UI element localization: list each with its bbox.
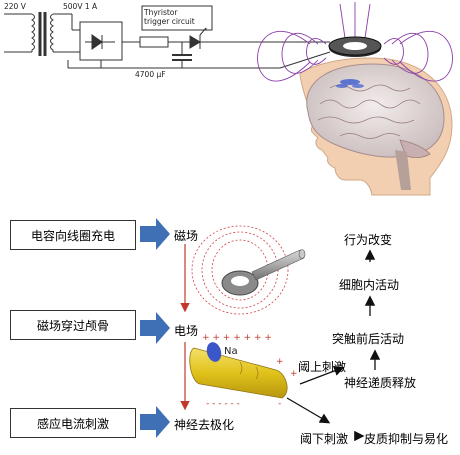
step-box-capacitor-charge: 电容向线圈充电 <box>10 220 136 250</box>
coil-rod-icon <box>191 225 306 315</box>
thyristor-label-2: trigger circuit <box>144 17 195 26</box>
depolarization-label: 神经去极化 <box>174 418 235 432</box>
right-chain-arrows <box>286 249 381 442</box>
neurotransmitter-release-label: 神经递质释放 <box>344 376 417 390</box>
step-box-induced-current: 感应电流刺激 <box>10 408 136 438</box>
capacitor-label: 4700 μF <box>135 70 166 79</box>
svg-text:- - - - - -: - - - - - - <box>206 399 240 409</box>
intracellular-activity-label: 细胞内活动 <box>339 278 400 292</box>
sodium-label: Na <box>224 346 238 357</box>
svg-text:+: + <box>276 357 284 367</box>
electric-field-label: 电场 <box>174 324 199 338</box>
subthreshold-label: 阈下刺激 <box>300 432 349 446</box>
svg-text:-: - <box>278 399 281 409</box>
blue-flow-arrows <box>140 218 170 438</box>
behavior-change-label: 行为改变 <box>344 233 393 247</box>
transformer-rating-label: 500V 1 A <box>63 2 98 11</box>
svg-text:+: + <box>290 369 298 379</box>
cortical-effect-label: 皮质抑制与易化 <box>364 432 449 446</box>
axon-icon <box>189 342 288 399</box>
magnetic-field-label: 磁场 <box>174 229 199 243</box>
synaptic-activity-label: 突触前后活动 <box>332 332 405 346</box>
step-box-field-through-skull: 磁场穿过颅骨 <box>10 310 136 340</box>
thyristor-label-1: Thyristor <box>144 8 178 17</box>
magnetic-field-lines <box>257 2 453 82</box>
input-voltage-label: 220 V <box>4 2 26 11</box>
head-illustration <box>299 57 453 196</box>
circuit-schematic <box>4 5 331 69</box>
suprathreshold-label: 阈上刺激 <box>298 360 347 374</box>
tms-coil-icon <box>328 36 382 57</box>
charge-markers: + + + + + + + - - - - - - + + - <box>202 333 298 409</box>
svg-text:+ + + + + + +: + + + + + + + <box>202 333 272 343</box>
